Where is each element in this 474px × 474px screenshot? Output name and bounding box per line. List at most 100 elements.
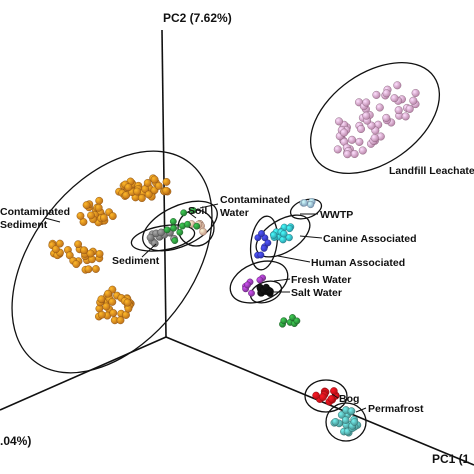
contaminated-sediment-point: [74, 240, 83, 249]
contaminated-water-ellipse: [142, 200, 218, 252]
permafrost-ellipse: [325, 402, 367, 442]
contaminated-sediment-point: [102, 302, 111, 311]
permafrost-point: [341, 416, 350, 424]
contaminated-water-point: [171, 237, 179, 245]
sediment-point: [150, 239, 159, 248]
canine-associated-point: [279, 236, 287, 244]
canine-associated-point: [280, 230, 288, 238]
pc3-axis-label: .04%): [0, 434, 31, 448]
salt-water-ellipse: [249, 280, 283, 304]
landfill-leachate-point: [409, 96, 418, 105]
permafrost-label: Permafrost: [368, 403, 424, 415]
wwtp-point: [300, 199, 309, 207]
contaminated-sediment-point: [109, 309, 118, 317]
contaminated-sediment-point: [100, 213, 108, 222]
wwtp-label: WWTP: [320, 209, 353, 221]
salt-water-point: [262, 283, 270, 292]
landfill-leachate-point: [348, 135, 357, 144]
permafrost-leader: [355, 407, 367, 413]
soil-leader: [187, 211, 197, 219]
sediment-point: [146, 233, 155, 242]
contaminated-sediment-point: [95, 196, 104, 205]
contaminated-water-point: [280, 317, 288, 325]
landfill-leachate-label: Landfill Leachate: [389, 165, 474, 177]
human-associated-label: Human Associated: [311, 257, 405, 269]
contaminated-sediment-point: [144, 190, 153, 199]
sediment-leader: [141, 243, 157, 258]
contaminated-sediment-label-line1: Contaminated: [0, 206, 70, 218]
contaminated-sediment-point: [137, 194, 146, 203]
landfill-leachate-point: [405, 104, 414, 113]
contaminated-sediment-point: [108, 212, 117, 221]
landfill-leachate-point: [370, 133, 379, 142]
human-leader: [277, 255, 311, 263]
bog-label: Bog: [339, 393, 359, 405]
landfill-leachate-point: [362, 111, 371, 120]
contaminated-sediment-leader: [44, 217, 61, 223]
contaminated-sediment-point: [150, 175, 159, 184]
contaminated-sediment-point: [52, 245, 60, 254]
landfill-leachate-ellipse: [309, 61, 441, 175]
contaminated-sediment-point: [76, 211, 85, 220]
human-associated-point: [258, 230, 265, 237]
contaminated-sediment-point: [82, 201, 91, 210]
fresh-water-point: [256, 276, 264, 284]
contaminated-sediment-point: [56, 239, 64, 248]
landfill-leachate-point: [411, 88, 420, 97]
wwtp-ellipse: [289, 198, 323, 220]
contaminated-sediment-point: [123, 298, 132, 307]
landfill-leachate-point: [333, 145, 342, 154]
landfill-leachate-point: [362, 98, 371, 107]
contaminated-water-label-line1: Contaminated: [220, 194, 290, 206]
landfill-leachate-point: [382, 113, 391, 122]
contaminated-sediment-point: [124, 183, 133, 192]
fresh-water-label: Fresh Water: [291, 274, 351, 286]
contaminated-sediment-point: [86, 249, 95, 258]
contaminated-sediment-point: [154, 181, 163, 190]
bog-point: [330, 387, 338, 395]
landfill-leachate-point: [358, 146, 367, 155]
contaminated-water-point: [293, 317, 301, 325]
labels-layer: PC2 (7.62%) PC1 (1 .04%) Landfill Leacha…: [0, 11, 474, 466]
canine-associated-label: Canine Associated: [323, 233, 417, 245]
contaminated-water-label-line2: Water: [220, 207, 249, 219]
landfill-leachate-point: [375, 103, 384, 112]
contaminated-water-point: [176, 228, 184, 236]
human-associated-ellipse: [249, 215, 279, 271]
contaminated-water-point: [170, 224, 178, 232]
landfill-leachate-point: [357, 124, 366, 133]
landfill-leachate-point: [335, 117, 344, 126]
soil-label: Soil: [188, 205, 207, 217]
bog-point: [319, 393, 327, 402]
contaminated-sediment-ellipse: [11, 150, 213, 374]
landfill-leachate-point: [401, 112, 410, 121]
contaminated-sediment-point: [97, 295, 106, 304]
axes-layer: [0, 29, 474, 466]
contaminated-water-point: [184, 220, 191, 228]
contaminated-water-point: [193, 222, 201, 230]
landfill-leachate-point: [343, 150, 352, 159]
contaminated-sediment-point: [133, 187, 142, 196]
fresh-water-leader: [273, 278, 291, 282]
canine-associated-point: [286, 224, 294, 233]
bog-ellipse: [304, 379, 348, 413]
canine-associated-point: [270, 231, 278, 239]
contaminated-sediment-point: [116, 316, 125, 325]
contaminated-sediment-point: [87, 211, 95, 220]
leaders-layer: [44, 203, 367, 413]
contaminated-sediment-point: [162, 177, 171, 186]
landfill-leachate-point: [350, 149, 359, 158]
human-associated-point: [264, 239, 272, 247]
contaminated-sediment-point: [72, 260, 81, 268]
canine-leader: [299, 235, 323, 239]
contaminated-sediment-point: [92, 265, 100, 273]
contaminated-sediment-point: [95, 249, 104, 258]
soil-point: [199, 227, 207, 236]
contaminated-sediment-point: [97, 310, 106, 319]
sediment-point: [157, 228, 165, 237]
contaminated-water-point: [163, 226, 171, 234]
pc1-axis-label: PC1 (1: [432, 452, 470, 466]
sediment-ellipse: [130, 224, 196, 252]
salt-water-label: Salt Water: [291, 287, 342, 299]
contaminated-sediment-point: [143, 178, 152, 187]
